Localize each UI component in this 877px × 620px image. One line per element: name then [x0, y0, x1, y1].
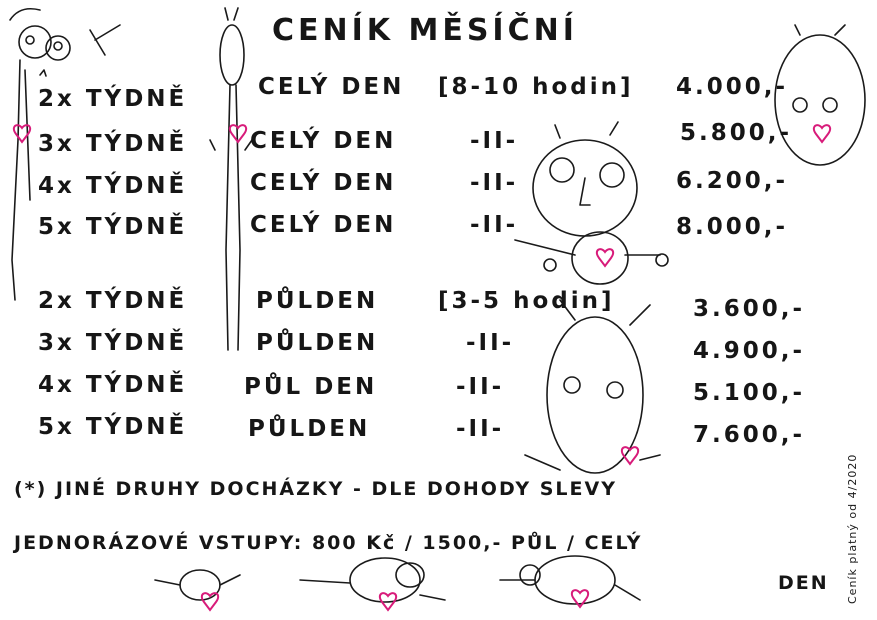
other-attendance-note: (*) JINÉ DRUHY DOCHÁZKY - DLE DOHODY SLE…	[14, 478, 617, 500]
figure-doodle-lower	[524, 299, 661, 474]
half-day-freq-2: 3x TÝDNĚ	[38, 330, 188, 356]
full-day-freq-3: 4x TÝDNĚ	[38, 173, 188, 199]
heart-icon	[200, 592, 220, 612]
full-day-note-1: [8-10 hodin]	[438, 74, 634, 100]
half-day-freq-4: 5x TÝDNĚ	[38, 414, 188, 440]
heart-icon	[595, 248, 615, 268]
full-day-type-3: CELÝ DEN	[250, 170, 397, 196]
half-day-price-2: 4.900,-	[693, 338, 806, 364]
half-day-price-3: 5.100,-	[693, 380, 806, 406]
full-day-note-2: -II-	[470, 128, 519, 154]
full-day-note-4: -II-	[470, 212, 519, 238]
validity-side-note: Ceník platný od 4/2020	[846, 453, 859, 604]
half-day-price-1: 3.600,-	[693, 296, 806, 322]
full-day-freq-1: 2x TÝDNĚ	[38, 86, 188, 112]
full-day-freq-2: 3x TÝDNĚ	[38, 131, 188, 157]
half-day-note-2: -II-	[466, 330, 515, 356]
full-day-price-4: 8.000,-	[676, 214, 789, 240]
heart-icon	[620, 446, 640, 466]
half-day-price-4: 7.600,-	[693, 422, 806, 448]
full-day-note-3: -II-	[470, 170, 519, 196]
page-title: CENÍK MĚSÍČNÍ	[272, 13, 578, 48]
half-day-type-4: PŮLDEN	[248, 416, 371, 442]
half-day-note-4: -II-	[456, 416, 505, 442]
creature-doodle-top-right	[774, 24, 866, 166]
one-time-entry-note-tail: DEN	[778, 572, 829, 594]
heart-icon	[812, 124, 832, 144]
creature-doodles-bottom	[154, 555, 641, 605]
half-day-note-3: -II-	[456, 374, 505, 400]
full-day-type-2: CELÝ DEN	[250, 128, 397, 154]
half-day-freq-3: 4x TÝDNĚ	[38, 372, 188, 398]
half-day-freq-1: 2x TÝDNĚ	[38, 288, 188, 314]
full-day-price-3: 6.200,-	[676, 168, 789, 194]
half-day-type-3: PŮL DEN	[244, 374, 378, 400]
full-day-freq-4: 5x TÝDNĚ	[38, 214, 188, 240]
half-day-note-1: [3-5 hodin]	[438, 288, 615, 314]
half-day-type-1: PŮLDEN	[256, 288, 379, 314]
full-day-price-1: 4.000,-	[676, 74, 789, 100]
full-day-type-4: CELÝ DEN	[250, 212, 397, 238]
heart-icon	[228, 124, 248, 144]
full-day-type-1: CELÝ DEN	[258, 74, 405, 100]
heart-icon	[378, 592, 398, 612]
heart-icon	[12, 124, 32, 144]
figure-doodle-center	[514, 121, 669, 285]
stick-figure-doodle-tall	[209, 7, 253, 351]
one-time-entry-note: JEDNORÁZOVÉ VSTUPY: 800 Kč / 1500,- PŮL …	[14, 532, 643, 554]
full-day-price-2: 5.800,-	[680, 120, 793, 146]
heart-icon	[570, 589, 590, 609]
half-day-type-2: PŮLDEN	[256, 330, 379, 356]
